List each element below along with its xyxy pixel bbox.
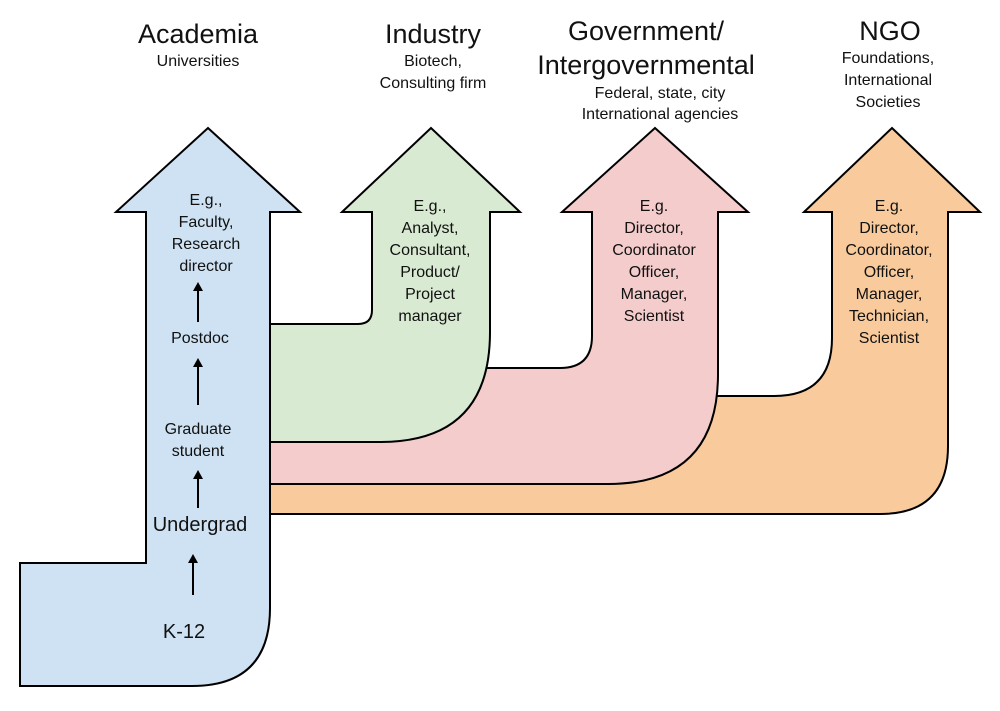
academia-role-3: Research [172, 236, 240, 253]
industry-role-2: Analyst, [402, 220, 459, 237]
government-role-3: Coordinator [612, 242, 696, 259]
ngo-role-4: Officer, [864, 264, 914, 281]
government-role-1: E.g. [640, 198, 668, 215]
ngo-role-2: Director, [859, 220, 919, 237]
industry-subtitle-line-1: Biotech, [404, 53, 462, 70]
government-role-6: Scientist [624, 308, 685, 325]
industry-title: Industry [385, 19, 482, 49]
government-title-line-1: Government/ [568, 16, 725, 46]
academia-subtitle: Universities [157, 53, 240, 70]
government-role-5: Manager, [621, 286, 688, 303]
industry-arrow [269, 126, 523, 443]
government-role-4: Officer, [629, 264, 679, 281]
government-subtitle-line-1: Federal, state, city [595, 85, 726, 102]
ngo-role-1: E.g. [875, 198, 903, 215]
academia-role-2: Faculty, [179, 214, 234, 231]
industry-role-3: Consultant, [390, 242, 471, 259]
ngo-subtitle-line-3: Societies [856, 94, 921, 111]
government-title-line-2: Intergovernmental [537, 50, 755, 80]
government-subtitle-line-2: International agencies [582, 106, 739, 123]
industry-role-1: E.g., [414, 198, 447, 215]
academia-role-1: E.g., [190, 192, 223, 209]
academia-arrow [19, 126, 303, 687]
postdoc-to-faculty-arrow [193, 282, 203, 322]
ngo-title: NGO [859, 16, 921, 46]
ngo-role-5: Manager, [856, 286, 923, 303]
graduate-to-postdoc-arrow [193, 358, 203, 405]
ngo-role-7: Scientist [859, 330, 920, 347]
academia-role-4: director [179, 258, 233, 275]
ngo-subtitle-line-1: Foundations, [842, 50, 935, 67]
ngo-subtitle-line-2: International [844, 72, 932, 89]
k12-to-undergrad-arrow [188, 554, 198, 595]
k12-label: K-12 [163, 621, 205, 643]
academic-step-arrows [188, 282, 203, 595]
ngo-role-3: Coordinator, [845, 242, 932, 259]
industry-subtitle-line-2: Consulting firm [380, 75, 487, 92]
academia-title: Academia [138, 19, 259, 49]
industry-role-4: Product/ [400, 264, 460, 281]
industry-role-6: manager [398, 308, 462, 325]
government-role-2: Director, [624, 220, 684, 237]
postdoc-label: Postdoc [171, 330, 229, 347]
graduate-label-line-2: student [172, 443, 225, 460]
industry-role-5: Project [405, 286, 455, 303]
ngo-role-6: Technician, [849, 308, 929, 325]
graduate-label-line-1: Graduate [165, 421, 232, 438]
undergrad-to-graduate-arrow [193, 470, 203, 508]
undergrad-label: Undergrad [153, 514, 248, 536]
